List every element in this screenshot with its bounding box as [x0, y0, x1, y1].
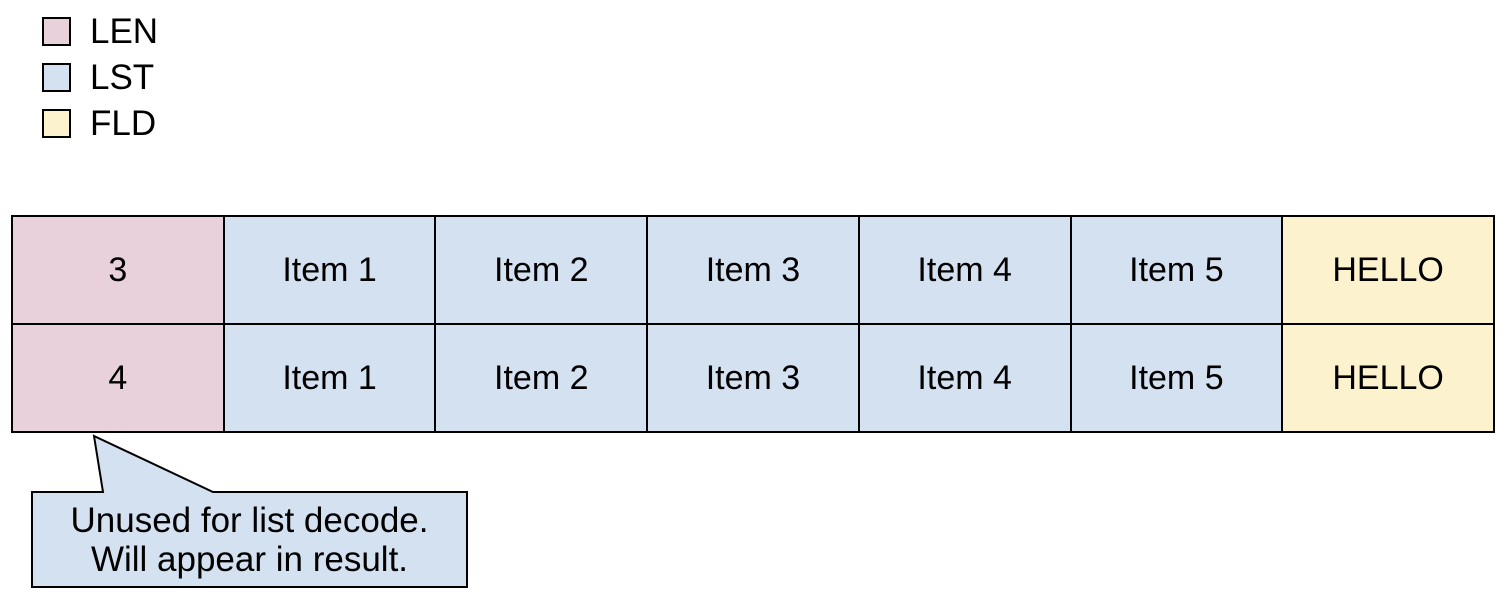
cell-lst: Item 4: [857, 323, 1072, 433]
legend-label: FLD: [90, 104, 157, 143]
callout-text: Unused for list decode. Will appear in r…: [32, 492, 467, 587]
cell-len: 4: [11, 323, 225, 433]
cell-lst: Item 2: [434, 215, 649, 325]
legend-item-len: LEN: [42, 12, 159, 51]
lst-swatch-icon: [42, 63, 71, 92]
cell-len: 3: [11, 215, 225, 325]
callout-bubble: [31, 434, 468, 588]
cell-lst: Item 5: [1069, 215, 1284, 325]
legend-label: LST: [90, 58, 155, 97]
cell-lst: Item 1: [222, 215, 437, 325]
callout-shape: [31, 434, 468, 588]
cell-fld: HELLO: [1281, 215, 1495, 325]
legend-item-fld: FLD: [42, 104, 158, 143]
legend: LEN LST FLD: [42, 12, 159, 143]
cell-lst: Item 5: [1069, 323, 1284, 433]
legend-item-lst: LST: [42, 58, 158, 97]
cell-lst: Item 4: [857, 215, 1072, 325]
fld-swatch-icon: [42, 109, 71, 138]
cell-lst: Item 1: [222, 323, 437, 433]
cell-fld: HELLO: [1281, 323, 1495, 433]
cell-lst: Item 3: [646, 323, 860, 433]
legend-label: LEN: [90, 12, 159, 51]
cell-lst: Item 2: [434, 323, 649, 433]
cell-lst: Item 3: [646, 215, 860, 325]
callout-line-1: Unused for list decode.: [70, 500, 429, 540]
callout-line-2: Will appear in result.: [90, 539, 409, 579]
len-swatch-icon: [42, 17, 71, 46]
